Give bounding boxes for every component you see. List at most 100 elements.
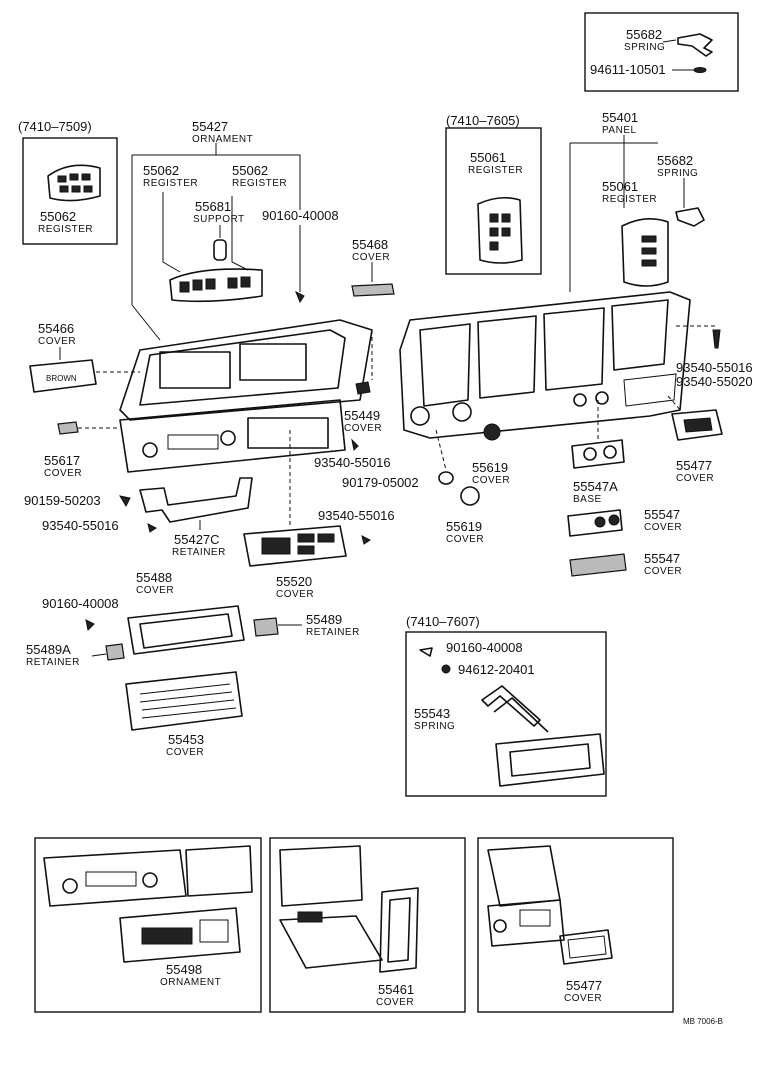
cover-55547-icon xyxy=(569,553,627,577)
label-55547-b: 55547 xyxy=(644,551,680,566)
label-range-mid: (7410–7605) xyxy=(446,113,520,128)
label-55682-right: 55682 xyxy=(657,153,693,168)
label-93540-low: 93540-55016 xyxy=(318,508,395,523)
spring-right-icon xyxy=(675,207,705,227)
label-cover-55547-a: COVER xyxy=(644,522,682,533)
label-55061-right: 55061 xyxy=(602,179,638,194)
mid-variant-frame xyxy=(445,127,542,275)
label-register-a: REGISTER xyxy=(143,178,198,189)
label-55520: 55520 xyxy=(276,574,312,589)
screw-icon xyxy=(295,290,305,304)
label-55547-a: 55547 xyxy=(644,507,680,522)
screw-icon xyxy=(85,619,95,632)
label-range-low: (7410–7607) xyxy=(406,614,480,629)
label-55427c: 55427C xyxy=(174,532,220,547)
label-register-b: REGISTER xyxy=(232,178,287,189)
label-55401: 55401 xyxy=(602,110,638,125)
spring-55543-icon xyxy=(481,685,549,733)
label-55461: 55461 xyxy=(378,982,414,997)
cluster-panel-left xyxy=(119,319,373,473)
cover-55453-icon xyxy=(125,671,243,731)
label-cover-55477-b: COVER xyxy=(564,993,602,1004)
spring-icon xyxy=(677,33,713,57)
label-55468: 55468 xyxy=(352,237,388,252)
base-55547a-icon xyxy=(571,439,625,469)
label-55547a: 55547A xyxy=(573,479,618,494)
retainer-55427c-icon xyxy=(139,477,253,523)
label-spring-right: SPRING xyxy=(657,168,698,179)
left-variant-frame xyxy=(22,137,118,245)
label-93540-r2: 93540-55020 xyxy=(676,374,753,389)
inset-2-drawing xyxy=(279,845,419,973)
label-range-left: (7410–7509) xyxy=(18,119,92,134)
screw-icon xyxy=(351,438,359,452)
screw-icon xyxy=(419,647,433,657)
label-55062-b: 55062 xyxy=(232,163,268,178)
label-cover-55619-b: COVER xyxy=(446,534,484,545)
dashed-leader xyxy=(667,395,683,413)
screw-icon xyxy=(361,535,371,545)
label-cover-55466: COVER xyxy=(38,336,76,347)
label-55619-a: 55619 xyxy=(472,460,508,475)
leader-line xyxy=(132,154,301,210)
label-90179: 90179-05002 xyxy=(342,475,419,490)
top-right-frame xyxy=(584,12,739,92)
retainer-55489-icon xyxy=(253,617,279,637)
label-94612: 94612-20401 xyxy=(458,662,535,677)
register-pair-icon xyxy=(169,268,263,303)
label-spring-top: SPRING xyxy=(624,42,665,53)
inset-1-drawing xyxy=(43,845,253,963)
label-cover-55449: COVER xyxy=(344,423,382,434)
label-55427: 55427 xyxy=(192,119,228,134)
label-90159: 90159-50203 xyxy=(24,493,101,508)
brown-label: BROWN xyxy=(46,374,77,383)
label-90160-box: 90160-40008 xyxy=(446,640,523,655)
screw-icon xyxy=(693,67,707,73)
inset-frame-1 xyxy=(34,837,262,1013)
cover-55619-icon xyxy=(460,486,480,506)
cover-55468-icon xyxy=(351,283,395,297)
register-icon xyxy=(47,164,101,202)
label-register-right: REGISTER xyxy=(602,194,657,205)
label-cover-55453: COVER xyxy=(166,747,204,758)
label-cover-55617: COVER xyxy=(44,468,82,479)
label-panel: PANEL xyxy=(602,125,637,136)
ashtray-icon xyxy=(495,733,605,787)
label-90160-top: 90160-40008 xyxy=(262,208,339,223)
cover-55619-icon xyxy=(483,423,501,441)
label-ornament: ORNAMENT xyxy=(192,134,253,145)
inset-3-drawing xyxy=(487,845,613,965)
register-right-icon xyxy=(621,218,669,287)
label-55617: 55617 xyxy=(44,453,80,468)
label-55543: 55543 xyxy=(414,706,450,721)
label-55489: 55489 xyxy=(306,612,342,627)
washer-icon xyxy=(441,664,451,674)
low-variant-frame xyxy=(405,631,607,797)
label-cover-55619-a: COVER xyxy=(472,475,510,486)
clip-90179-icon xyxy=(438,471,454,485)
cover-55488-icon xyxy=(127,605,245,655)
register-mid-icon xyxy=(477,196,523,264)
leader-line xyxy=(131,155,161,341)
label-93540-r1: 93540-55016 xyxy=(676,360,753,375)
label-55062-left: 55062 xyxy=(40,209,76,224)
label-93540-left: 93540-55016 xyxy=(42,518,119,533)
label-55061-mid: 55061 xyxy=(470,150,506,165)
label-94611: 94611-10501 xyxy=(590,62,666,77)
leader-line xyxy=(162,192,181,273)
label-55466: 55466 xyxy=(38,321,74,336)
label-55489a: 55489A xyxy=(26,642,71,657)
label-cover-55488: COVER xyxy=(136,585,174,596)
label-retainer-55489a: RETAINER xyxy=(26,657,80,668)
cover-55477-icon xyxy=(671,409,723,441)
inset-frame-2 xyxy=(269,837,466,1013)
label-90160-low: 90160-40008 xyxy=(42,596,119,611)
label-55453: 55453 xyxy=(168,732,204,747)
label-cover-55468: COVER xyxy=(352,252,390,263)
instrument-panel xyxy=(399,291,691,439)
label-cover-55477: COVER xyxy=(676,473,714,484)
label-cover-55520: COVER xyxy=(276,589,314,600)
label-base: BASE xyxy=(573,494,602,505)
